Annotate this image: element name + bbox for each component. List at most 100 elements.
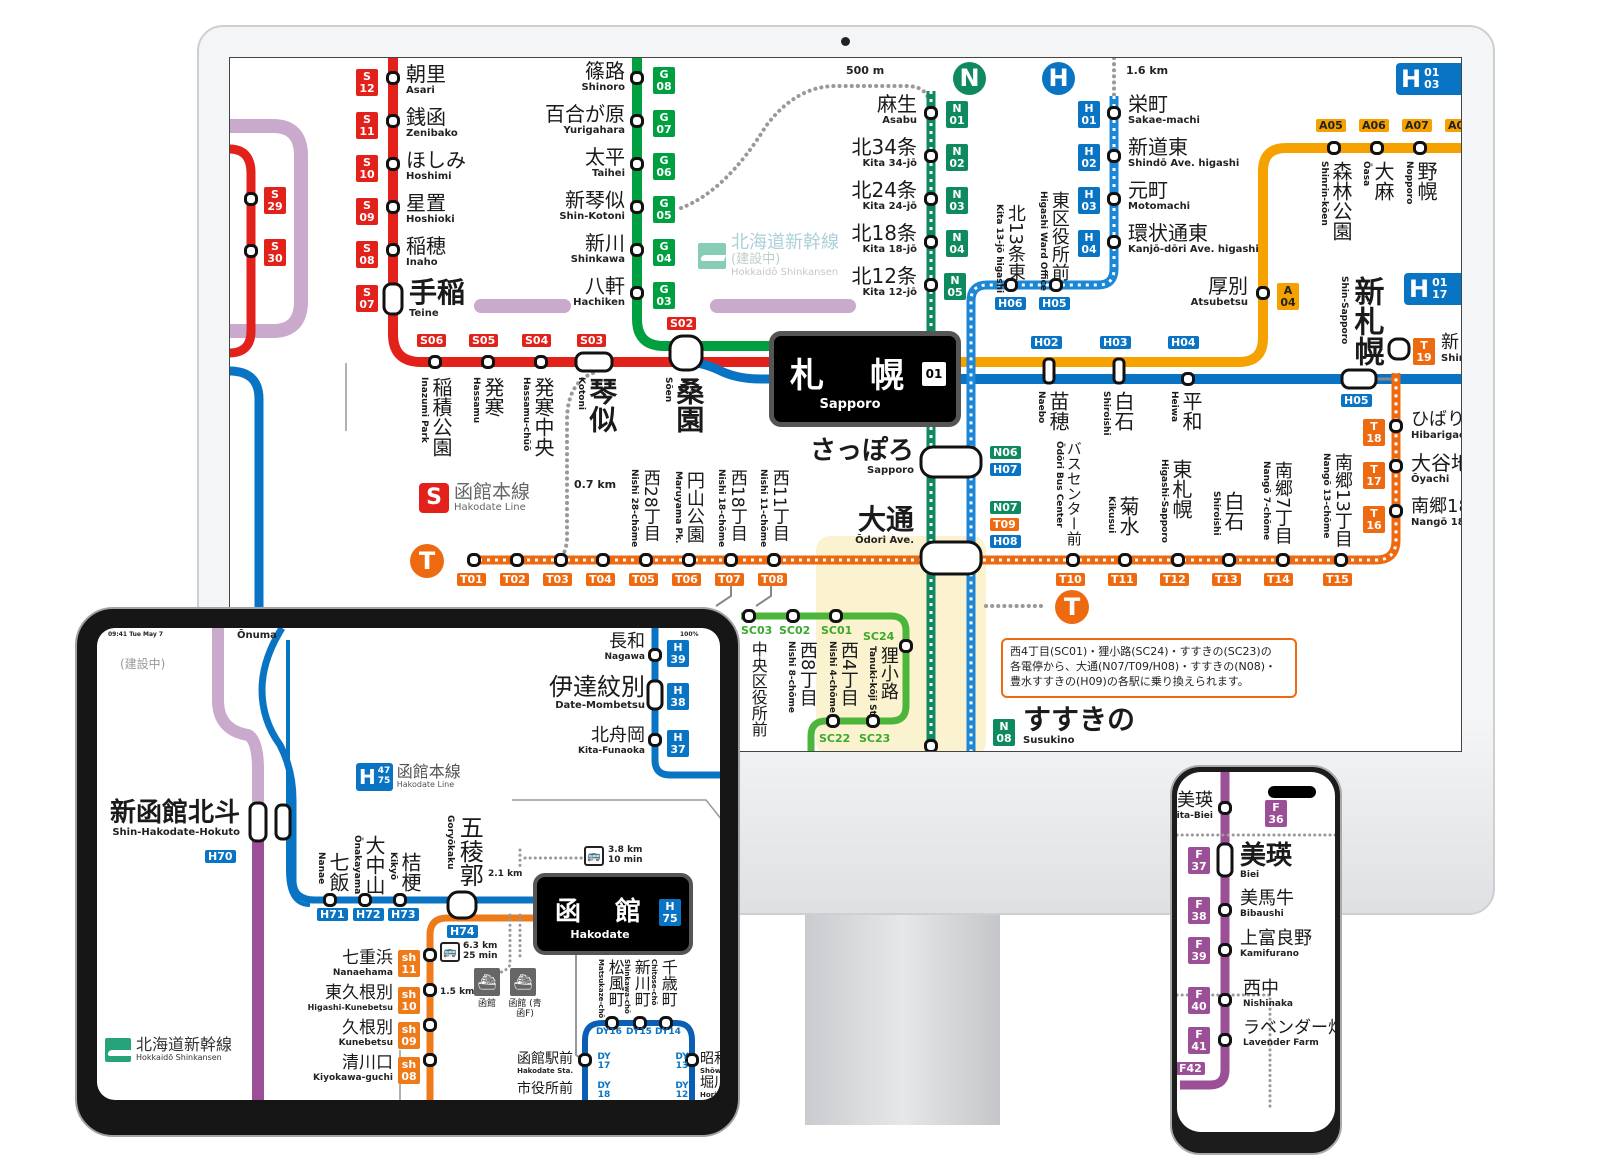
station-marker[interactable]	[428, 355, 442, 369]
station-marker[interactable]	[467, 553, 481, 567]
station-label[interactable]: 堀川Horikawa	[700, 1076, 720, 1099]
station-label-vertical[interactable]: Tanuki-kōji St.狸小路	[867, 646, 944, 718]
station-marker[interactable]	[724, 553, 738, 567]
station-marker[interactable]	[386, 114, 400, 128]
station-label[interactable]: 市役所前	[517, 1082, 573, 1098]
station-marker[interactable]	[1181, 372, 1195, 386]
station-marker[interactable]	[423, 948, 437, 962]
station-marker[interactable]	[786, 609, 800, 623]
station-marker[interactable]	[244, 192, 258, 206]
station-marker[interactable]	[1218, 1033, 1232, 1047]
station-label[interactable]: 大谷地Ōyachi	[1411, 453, 1461, 485]
station-marker[interactable]	[1389, 504, 1403, 518]
station-marker[interactable]	[648, 733, 662, 747]
station-marker[interactable]	[919, 445, 983, 479]
station-marker[interactable]	[1107, 106, 1121, 120]
station-label[interactable]: 南郷18丁目Nangō 18-chōme	[1411, 498, 1461, 528]
station-marker[interactable]	[386, 71, 400, 85]
station-label-vertical[interactable]: 中央区役所前	[747, 641, 850, 737]
station-label[interactable]: ひばりが丘Hibarigaoka	[1411, 411, 1461, 441]
station-marker[interactable]	[423, 983, 437, 997]
station-marker[interactable]	[446, 890, 478, 920]
station-marker[interactable]	[630, 243, 644, 257]
station-marker[interactable]	[924, 278, 938, 292]
station-marker[interactable]	[630, 71, 644, 85]
station-marker[interactable]	[1112, 357, 1126, 385]
station-marker[interactable]	[924, 149, 938, 163]
hakodate-station-box[interactable]: 函 館 Hakodate H 75	[533, 873, 693, 955]
station-label[interactable]: 昭和Shōwa	[700, 1052, 720, 1075]
station-marker[interactable]	[386, 243, 400, 257]
station-marker[interactable]	[1276, 553, 1290, 567]
station-marker[interactable]	[1049, 278, 1063, 292]
station-label-vertical[interactable]: Maruyama Pk.円山公園	[673, 471, 769, 543]
station-marker[interactable]	[554, 553, 568, 567]
station-marker[interactable]	[1389, 419, 1403, 433]
station-marker[interactable]	[323, 893, 337, 907]
station-marker[interactable]	[1387, 337, 1411, 361]
station-marker[interactable]	[639, 553, 653, 567]
station-marker[interactable]	[924, 192, 938, 206]
station-marker[interactable]	[682, 553, 696, 567]
station-marker[interactable]	[767, 553, 781, 567]
station-marker[interactable]	[742, 609, 756, 623]
station-marker[interactable]	[1327, 141, 1341, 155]
station-marker[interactable]	[826, 714, 840, 728]
station-marker[interactable]	[578, 1053, 592, 1067]
station-marker[interactable]	[1334, 553, 1348, 567]
station-marker[interactable]	[386, 200, 400, 214]
station-marker[interactable]	[244, 244, 258, 258]
station-marker[interactable]	[510, 553, 524, 567]
station-marker[interactable]	[924, 739, 938, 752]
station-marker[interactable]	[899, 639, 913, 653]
station-marker[interactable]	[630, 157, 644, 171]
station-marker[interactable]	[1171, 553, 1185, 567]
station-marker[interactable]	[1004, 278, 1018, 292]
